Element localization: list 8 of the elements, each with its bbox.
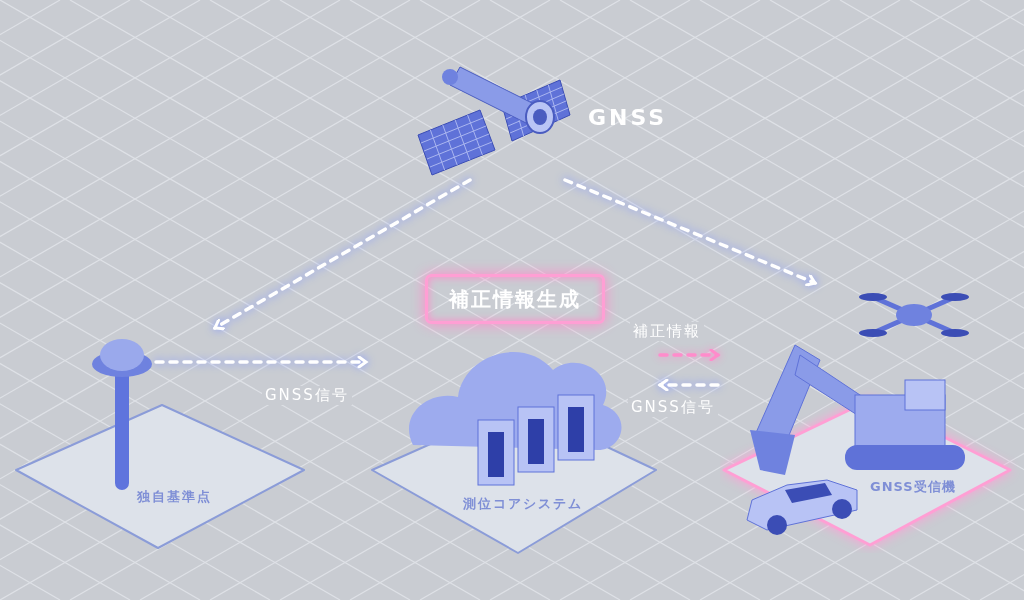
platform-label: 測位コアシステム: [463, 495, 583, 513]
arrow: [154, 355, 368, 369]
arrow: [213, 178, 472, 331]
arrow: [658, 378, 720, 392]
arrow: [563, 178, 817, 287]
arrow: [658, 348, 720, 362]
platform-label: GNSS受信機: [870, 478, 956, 496]
platform-label: 独自基準点: [137, 488, 212, 506]
